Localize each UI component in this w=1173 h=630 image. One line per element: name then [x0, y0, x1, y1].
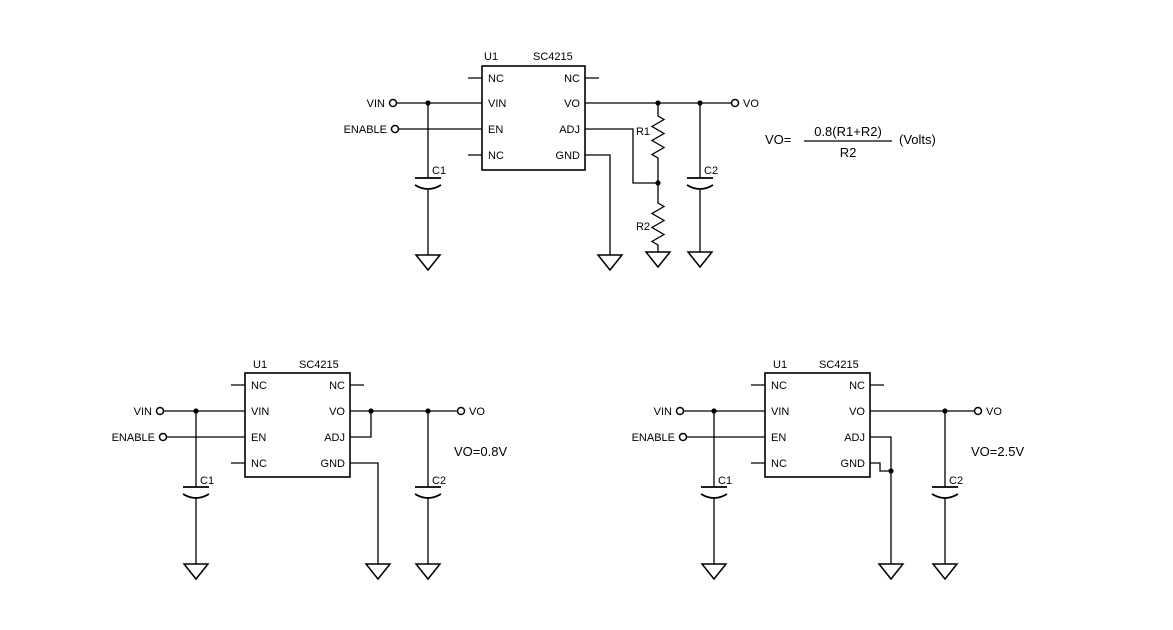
ground-symbol	[644, 251, 672, 269]
enable-terminal	[158, 432, 168, 442]
vin-terminal	[388, 98, 398, 108]
enable-terminal	[678, 432, 688, 442]
ground-symbol	[364, 563, 392, 581]
enable-label: ENABLE	[632, 432, 675, 444]
vin-label: VIN	[367, 98, 385, 110]
pin-label-vin: VIN	[771, 406, 789, 418]
adj-wire	[350, 411, 372, 438]
pin-label-en: EN	[251, 432, 266, 444]
adj-wire	[870, 436, 892, 564]
formula-units: (Volts)	[899, 132, 936, 147]
circuit-adjustable: U1 SC4215 NC VIN EN NC NC VO ADJ GND VIN…	[344, 51, 936, 272]
vo-terminal	[456, 406, 466, 416]
pin-label-nc-1: NC	[771, 380, 787, 392]
vo-label: VO	[986, 406, 1002, 418]
cap-c2-label: C2	[704, 165, 718, 177]
circuit-fixed-0v8: U1 SC4215 NC VIN EN NC NC VO ADJ GND VIN…	[112, 359, 507, 581]
cap-c1-plate-bottom	[414, 184, 442, 190]
pin-label-vo: VO	[849, 406, 865, 418]
cap-c2-plate-bottom	[686, 184, 714, 190]
cap-c1-label: C1	[718, 475, 732, 487]
pin-label-en: EN	[771, 432, 786, 444]
formula-lhs: VO=	[765, 132, 791, 147]
gnd-wire	[350, 462, 379, 564]
pin-label-vo: VO	[564, 98, 580, 110]
cap-c1-label: C1	[432, 165, 446, 177]
cap-c2-plate-bottom	[931, 493, 959, 499]
ground-symbol	[182, 563, 210, 581]
cap-c1-plate-bottom	[182, 493, 210, 499]
ic-body	[764, 372, 871, 478]
vin-label: VIN	[654, 406, 672, 418]
ic-partnumber: SC4215	[299, 359, 339, 371]
ground-symbol	[414, 254, 442, 272]
nc-pin-stubs	[231, 384, 364, 464]
pin-label-en: EN	[488, 124, 503, 136]
vin-terminal	[155, 406, 165, 416]
pin-label-vo: VO	[329, 406, 345, 418]
ground-symbol	[700, 563, 728, 581]
pin-label-vin: VIN	[251, 406, 269, 418]
ic-partnumber: SC4215	[533, 51, 573, 63]
ic-refdes: U1	[773, 359, 787, 371]
pin-label-nc-3: NC	[849, 380, 865, 392]
resistor-r2	[650, 183, 666, 252]
cap-c2-plate-bottom	[414, 493, 442, 499]
pin-label-adj: ADJ	[324, 432, 345, 444]
pin-label-nc-2: NC	[488, 150, 504, 162]
ic-partnumber: SC4215	[819, 359, 859, 371]
output-voltage-label: VO=2.5V	[971, 444, 1024, 459]
cap-c2-label: C2	[432, 475, 446, 487]
pin-label-gnd: GND	[321, 458, 346, 470]
nc-pin-stubs	[751, 384, 884, 464]
resistor-r1-label: R1	[636, 126, 650, 138]
formula-numerator: 0.8(R1+R2)	[814, 124, 882, 139]
ground-symbol	[596, 254, 624, 272]
vin-terminal	[675, 406, 685, 416]
output-voltage-label: VO=0.8V	[454, 444, 507, 459]
gnd-wire	[585, 154, 611, 255]
ground-symbol	[686, 251, 714, 269]
pin-label-gnd: GND	[841, 458, 866, 470]
junction-dot	[888, 468, 894, 474]
ground-symbol	[877, 563, 905, 581]
resistor-r1	[650, 103, 666, 183]
cap-c1-label: C1	[200, 475, 214, 487]
vo-terminal	[973, 406, 983, 416]
pin-label-gnd: GND	[556, 150, 581, 162]
ground-symbol	[414, 563, 442, 581]
ic-refdes: U1	[253, 359, 267, 371]
pin-label-nc-1: NC	[251, 380, 267, 392]
enable-terminal	[390, 124, 400, 134]
ground-symbol	[931, 563, 959, 581]
pin-label-adj: ADJ	[844, 432, 865, 444]
pin-label-adj: ADJ	[559, 124, 580, 136]
pin-label-nc-1: NC	[488, 73, 504, 85]
adj-wire	[585, 128, 658, 184]
pin-label-nc-2: NC	[771, 458, 787, 470]
vo-label: VO	[743, 98, 759, 110]
vo-terminal	[730, 98, 740, 108]
ic-body	[244, 372, 351, 478]
pin-label-nc-3: NC	[564, 73, 580, 85]
nc-pin-stubs	[468, 77, 599, 156]
gnd-wire	[870, 462, 891, 472]
circuit-fixed-2v5: U1 SC4215 NC VIN EN NC NC VO ADJ GND VIN…	[632, 359, 1024, 581]
ic-refdes: U1	[484, 51, 498, 63]
pin-label-nc-3: NC	[329, 380, 345, 392]
pin-label-nc-2: NC	[251, 458, 267, 470]
pin-label-vin: VIN	[488, 98, 506, 110]
enable-label: ENABLE	[344, 124, 387, 136]
cap-c1-plate-bottom	[700, 493, 728, 499]
ic-body	[481, 65, 586, 171]
vo-label: VO	[469, 406, 485, 418]
cap-c2-label: C2	[949, 475, 963, 487]
vin-label: VIN	[134, 406, 152, 418]
enable-label: ENABLE	[112, 432, 155, 444]
resistor-r2-label: R2	[636, 221, 650, 233]
formula-denominator: R2	[840, 145, 857, 160]
